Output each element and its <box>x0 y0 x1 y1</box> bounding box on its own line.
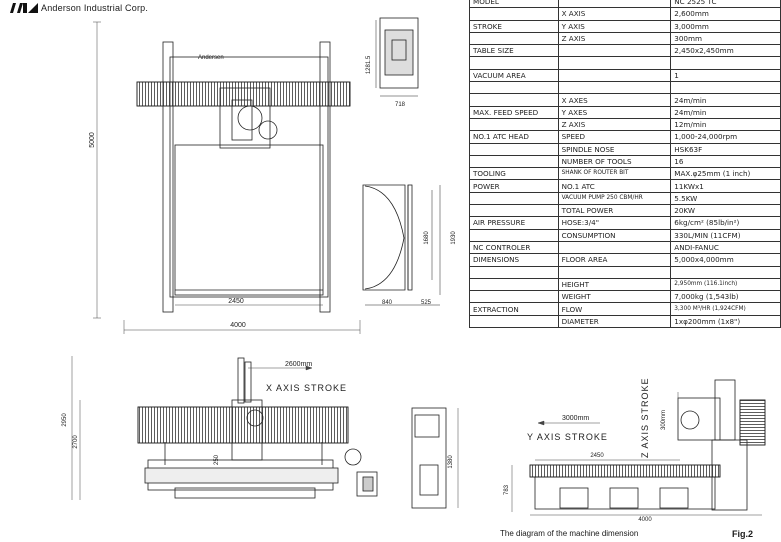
dim-top-height: 5000 <box>89 132 96 148</box>
company-name: Anderson Industrial Corp. <box>41 3 149 13</box>
spec-row <box>469 56 781 70</box>
spec-label: NC CONTROLER <box>469 240 559 255</box>
dim-section-height-outer: 1930 <box>451 231 457 245</box>
front-view-dimensions <box>71 356 459 508</box>
spec-value: 300mm <box>670 31 781 46</box>
z-stroke-label: Z AXIS STROKE <box>640 377 650 458</box>
spec-sub: CONSUMPTION <box>557 228 672 242</box>
spec-sub: SPEED <box>557 130 672 144</box>
dim-front-z: 250 <box>214 454 220 465</box>
dim-section-right: 525 <box>421 300 432 306</box>
y-stroke-value: 3000mm <box>562 415 589 422</box>
spec-value: ANDI-FANUC <box>670 240 781 255</box>
spec-sub: VACUUM PUMP 250 CBM/HR <box>557 191 672 206</box>
svg-text:Andersen: Andersen <box>198 55 224 61</box>
spec-value: 1,000-24,000rpm <box>670 130 781 144</box>
dim-side-table: 2450 <box>590 453 604 459</box>
dim-side-top-width: 718 <box>395 102 406 108</box>
spec-sub: NUMBER OF TOOLS <box>557 154 672 169</box>
dim-front-panel: 1380 <box>448 455 454 469</box>
spec-sub <box>557 240 672 255</box>
spec-sub: Z AXIS <box>557 31 672 46</box>
spec-value: 1xφ200mm (1x8") <box>670 314 781 329</box>
top-view-drawing: Andersen <box>136 41 351 313</box>
spec-sub: DIAMETER <box>557 314 672 329</box>
spec-value: 12m/min <box>670 117 781 132</box>
side-view-bottom-drawing <box>529 379 766 511</box>
dim-front-total-height: 2950 <box>62 413 68 427</box>
spec-sub: Z AXIS <box>557 117 672 132</box>
front-view-panel <box>411 407 447 509</box>
figure-caption: The diagram of the machine dimension <box>500 529 639 538</box>
spec-value: MAX.φ25mm (1 inch) <box>670 167 781 181</box>
spec-value: 16 <box>670 154 781 169</box>
dim-front-height: 2700 <box>73 435 79 449</box>
front-view-stroke-value: 2600mm <box>285 361 312 368</box>
figure-label: Fig.2 <box>732 529 754 539</box>
z-stroke-value: 300mm <box>661 410 667 430</box>
spec-sub: TOTAL POWER <box>557 204 672 218</box>
dim-side-height: 783 <box>504 484 510 495</box>
spec-sub: SPINDLE NOSE <box>557 142 672 156</box>
spec-value: 5.5KW <box>670 191 781 206</box>
front-view-drawing <box>137 357 378 499</box>
dim-top-inner-width: 2450 <box>228 298 244 305</box>
spec-sub: HOSE:3/4" <box>557 216 672 230</box>
spec-value: HSK63F <box>670 142 781 156</box>
spec-value: 330L/MIN (11CFM) <box>670 228 781 242</box>
dim-section-height-inner: 1680 <box>424 231 430 245</box>
spec-value: 11KWx1 <box>670 179 781 193</box>
spec-sub <box>557 44 672 58</box>
spec-value: 2,450x2,450mm <box>670 44 781 58</box>
spec-sub: NO.1 ATC <box>557 179 672 193</box>
spec-value: 6kg/cm² (85lb/in²) <box>670 216 781 230</box>
dim-side-top-height: 1281.5 <box>366 55 372 74</box>
anderson-logo-mark <box>10 3 38 13</box>
top-view-dimensions <box>93 21 361 334</box>
dim-top-overall-width: 4000 <box>230 322 246 329</box>
spec-row: NC CONTROLER ANDI-FANUC <box>469 240 781 255</box>
section-view-drawing <box>362 184 441 306</box>
side-view-top-drawing <box>375 17 419 97</box>
spec-sub: SHANK OF ROUTER BIT <box>557 167 672 181</box>
side-view-bottom-dimensions <box>511 392 762 516</box>
dim-section-left: 840 <box>382 300 393 306</box>
spec-label: TOOLING <box>469 167 559 181</box>
front-view-stroke-label: X AXIS STROKE <box>266 383 347 393</box>
spec-value: 20KW <box>670 204 781 218</box>
company-logo: Anderson Industrial Corp. <box>10 3 148 13</box>
dim-side-overall: 4000 <box>638 517 652 523</box>
y-stroke-label: Y AXIS STROKE <box>527 432 608 442</box>
